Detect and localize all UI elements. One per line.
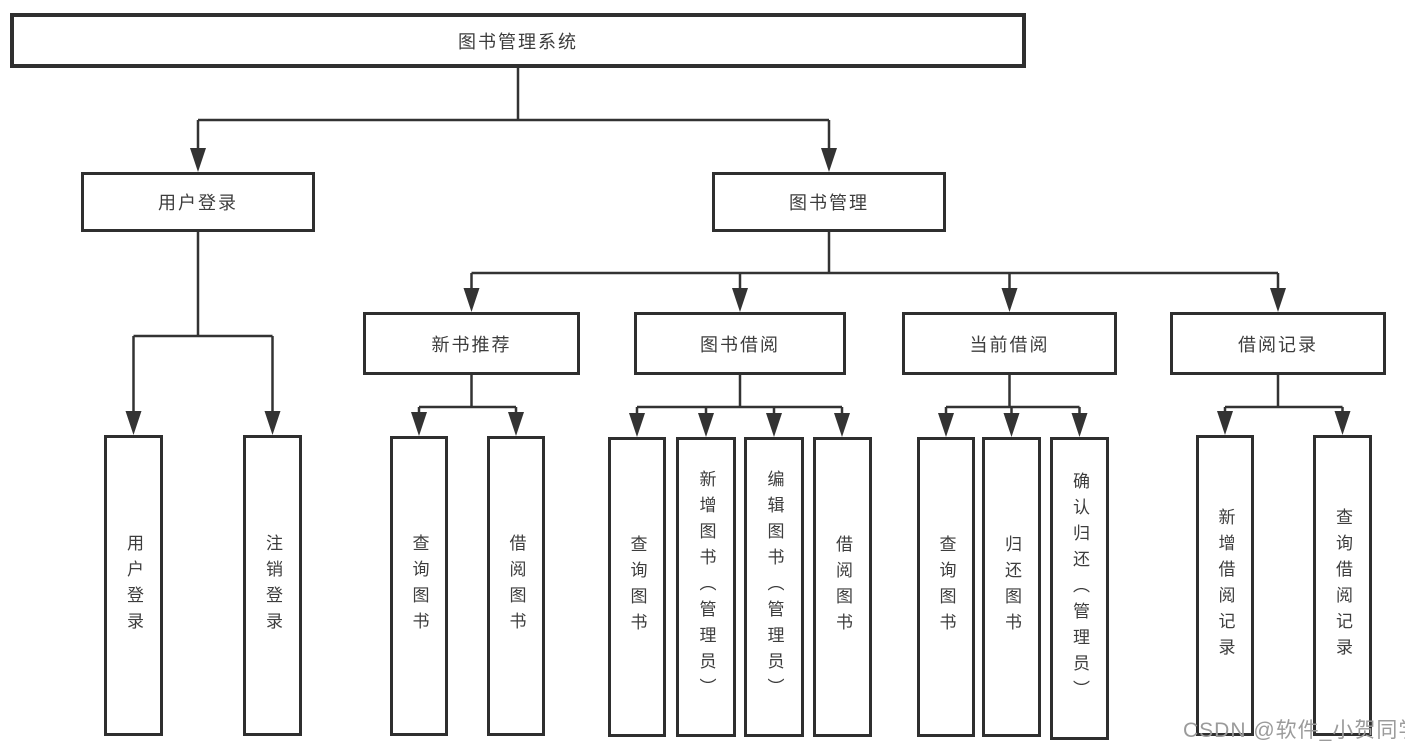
leaf-confirm-return-admin: 确认归还（管理员） <box>1050 437 1109 740</box>
leaf-query-borrow-record: 查询借阅记录 <box>1313 435 1372 736</box>
node-book-management: 图书管理 <box>712 172 946 232</box>
node-user-login: 用户登录 <box>81 172 315 232</box>
node-borrow-records: 借阅记录 <box>1170 312 1386 375</box>
csdn-watermark: CSDN @软件_小贺同学 <box>1183 719 1405 742</box>
leaf-borrow-books: 借阅图书 <box>813 437 872 737</box>
leaf-query-books-recommend: 查询图书 <box>390 436 448 736</box>
leaf-query-books-current: 查询图书 <box>917 437 975 737</box>
leaf-borrow-books-recommend: 借阅图书 <box>487 436 545 736</box>
leaf-query-books-borrow: 查询图书 <box>608 437 666 737</box>
leaf-add-books-admin: 新增图书（管理员） <box>676 437 736 737</box>
leaf-logout: 注销登录 <box>243 435 302 736</box>
node-current-borrow: 当前借阅 <box>902 312 1117 375</box>
leaf-return-books: 归还图书 <box>982 437 1041 737</box>
node-new-book-recommend: 新书推荐 <box>363 312 580 375</box>
leaf-user-login: 用户登录 <box>104 435 163 736</box>
node-book-borrow: 图书借阅 <box>634 312 846 375</box>
leaf-edit-books-admin: 编辑图书（管理员） <box>744 437 804 737</box>
leaf-add-borrow-record: 新增借阅记录 <box>1196 435 1254 736</box>
node-library-management-system: 图书管理系统 <box>10 13 1026 68</box>
